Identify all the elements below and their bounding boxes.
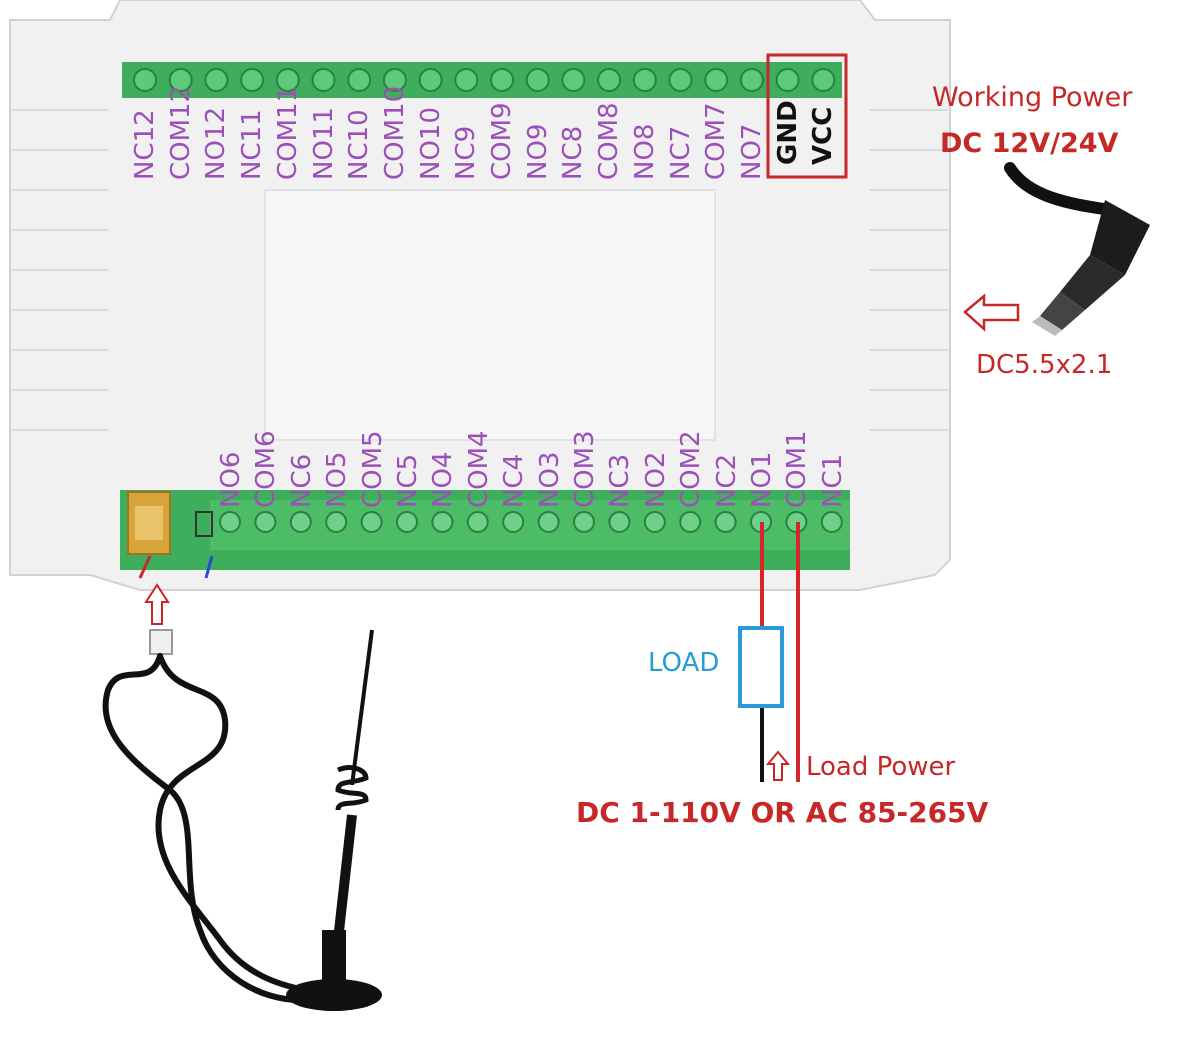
top-pin-label: COM8 [594,102,625,180]
top-pin-label: COM11 [272,85,303,180]
top-pin-label: NO7 [736,123,767,180]
bottom-pin-label: COM3 [570,430,600,508]
bottom-pin-label: NO1 [747,451,777,508]
top-pin-label: COM10 [379,85,410,180]
bottom-terminal-screws [219,511,843,533]
bottom-terminal-screw [289,511,312,533]
bottom-pin-label: NC1 [817,453,848,508]
top-terminal-screw [454,68,479,92]
housing-ribs-left [12,109,108,431]
bottom-pin-label: COM5 [357,430,388,508]
top-terminal-screw [668,68,693,92]
top-pin-label: NO8 [629,123,660,180]
antenna-arrow [144,583,170,625]
top-pin-label: NO10 [415,107,446,180]
load-resistor [738,626,784,708]
top-terminal-screw [418,68,443,92]
top-terminal-screw [133,68,157,92]
bottom-pin-label: COM1 [782,430,813,508]
sma-antenna-connector [127,491,214,579]
power-pin-label: GND [772,100,803,165]
bottom-terminal-screw [820,511,843,533]
bottom-terminal-screw [643,511,666,533]
working-power-voltage: DC 12V/24V [940,128,1119,159]
dc-input-arrow [963,293,1020,332]
bottom-terminal-screw [502,511,525,533]
top-pin-label: NC9 [451,125,482,180]
top-pin-label: COM12 [165,85,196,180]
top-pin-label: NC12 [130,109,160,180]
bottom-terminal-screw [325,511,348,533]
bottom-pin-label: NC4 [499,453,530,508]
dc-power-plug [1004,162,1150,336]
top-terminal-screw [632,68,657,92]
top-terminal-screw [739,68,764,92]
bottom-terminal-block [210,500,850,550]
top-terminal-screw [347,68,372,92]
bottom-pin-label: NC2 [711,453,742,508]
bottom-pin-label: NO5 [322,451,353,508]
housing-ribs-right [870,109,948,431]
top-pin-label: COM9 [487,102,517,180]
load-power-range: DC 1-110V OR AC 85-265V [576,796,989,829]
top-pin-label: NO12 [201,107,232,180]
power-terminal-screw [775,68,800,92]
bottom-terminal-screw [219,511,241,533]
top-pin-label: NC11 [237,109,268,180]
antenna [286,629,382,1011]
top-terminal-screw [240,68,265,92]
top-pin-label: NO9 [522,123,553,180]
load-power-title: Load Power [806,752,956,782]
antenna-cable [102,629,308,1003]
top-terminal-screw [490,68,514,92]
center-panel [264,189,716,441]
top-terminal-screw [597,68,622,92]
load-wiring [738,522,800,782]
top-terminal-screw [311,68,336,92]
power-terminal-box [766,53,848,179]
top-terminal-screw [382,68,407,92]
bottom-pin-label: NO4 [428,451,459,508]
bottom-terminal-screw [466,511,489,533]
bottom-pin-label: COM6 [251,430,282,508]
bottom-pin-label: NC6 [286,453,317,508]
dc-jack-size: DC5.5x2.1 [976,350,1113,380]
load-label: LOAD [648,648,720,678]
bottom-terminal-screw [679,511,702,533]
bottom-terminal-screw [431,511,454,533]
load-power-arrow [765,750,791,781]
bottom-terminal-screw [537,511,560,533]
bottom-terminal-screw [714,511,737,533]
bottom-pin-label: COM2 [676,430,707,508]
bottom-pin-label: NO6 [216,451,246,508]
top-terminal-screw [561,68,586,92]
top-pin-label: NO11 [308,107,339,180]
bottom-pin-label: NC5 [393,453,423,508]
top-pin-label: COM7 [701,102,732,180]
bottom-pin-label: NC3 [605,453,636,508]
top-terminal-screws [133,68,836,92]
working-power-title: Working Power [932,82,1133,113]
top-pin-label: NC10 [344,109,375,180]
bottom-terminal-screw [608,511,631,533]
top-terminal-screw [168,68,193,92]
top-terminal-strip [122,62,842,98]
bottom-terminal-screw [360,511,383,533]
bottom-terminal-screw [254,511,277,533]
top-terminal-screw [275,68,300,92]
bottom-pin-label: COM4 [463,430,494,508]
bottom-pin-label: NO3 [534,451,565,508]
bottom-pin-label: NO2 [640,451,671,508]
top-terminal-screw [704,68,729,92]
bottom-terminal-screw [396,511,418,533]
top-terminal-screw [525,68,550,92]
bottom-terminal-screw [573,511,595,533]
power-pin-label: VCC [808,106,839,165]
top-pin-label: NC8 [558,125,589,180]
top-pin-label: NC7 [665,125,696,180]
top-terminal-screw [204,68,229,92]
power-terminal-screw [811,68,836,92]
